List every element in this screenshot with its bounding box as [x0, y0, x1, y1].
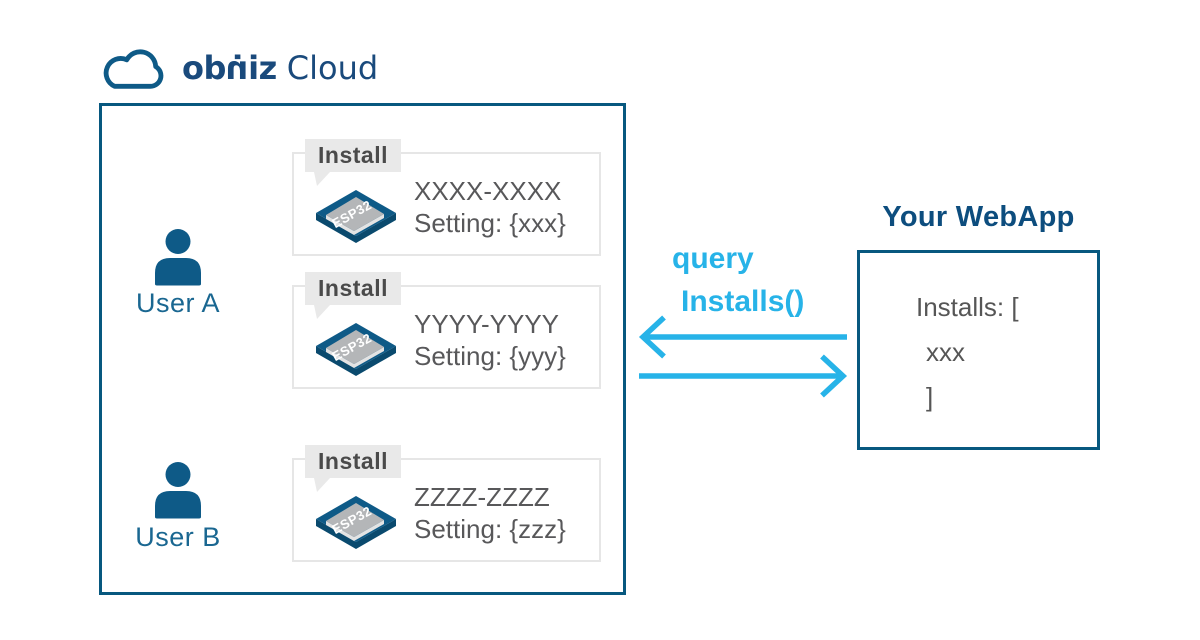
left-arrow — [638, 315, 847, 359]
logo-flipped-n: ṅ — [225, 49, 249, 87]
webapp-code: Installs: [ xxx ] — [916, 285, 1019, 420]
webapp-title: Your WebApp — [882, 201, 1075, 233]
code-line-1: Installs: [ — [916, 292, 1019, 322]
cloud-icon — [103, 49, 164, 89]
code-line-2: xxx — [926, 337, 965, 367]
device-id-1: XXXX-XXXX — [414, 176, 562, 206]
query-label-line2: Installs() — [681, 285, 805, 318]
request-response-arrows — [638, 315, 848, 398]
esp32-chip-icon-3: ESP32 — [316, 496, 396, 549]
logo-brand-pre: ob — [182, 49, 226, 87]
device-setting-2: Setting: {yyy} — [414, 341, 566, 371]
query-label-line1: query — [672, 242, 754, 275]
install-info-1: XXXX-XXXX Setting: {xxx} — [414, 175, 604, 239]
device-id-3: ZZZZ-ZZZZ — [414, 482, 550, 512]
right-arrow — [639, 354, 848, 398]
query-installs-label: query Installs() — [672, 237, 804, 323]
user-a-icon — [155, 229, 201, 286]
esp32-chip-icon-1: ESP32 — [316, 190, 396, 243]
install-info-3: ZZZZ-ZZZZ Setting: {zzz} — [414, 481, 604, 545]
user-a-label: User A — [135, 288, 221, 318]
webapp-box — [857, 250, 1100, 450]
device-setting-1: Setting: {xxx} — [414, 208, 566, 238]
user-b-label: User B — [135, 522, 221, 552]
code-line-3: ] — [926, 382, 934, 412]
install-badge-1: Install — [305, 139, 401, 186]
install-badge-3: Install — [305, 445, 401, 492]
device-id-2: YYYY-YYYY — [414, 309, 560, 339]
logo-product: Cloud — [286, 49, 379, 87]
install-badge-2: Install — [305, 272, 401, 319]
user-b-icon — [155, 462, 201, 519]
esp32-chip-icon-2: ESP32 — [316, 323, 396, 376]
install-info-2: YYYY-YYYY Setting: {yyy} — [414, 308, 604, 372]
device-setting-3: Setting: {zzz} — [414, 514, 566, 544]
logo-brand-post: iz — [248, 49, 277, 87]
